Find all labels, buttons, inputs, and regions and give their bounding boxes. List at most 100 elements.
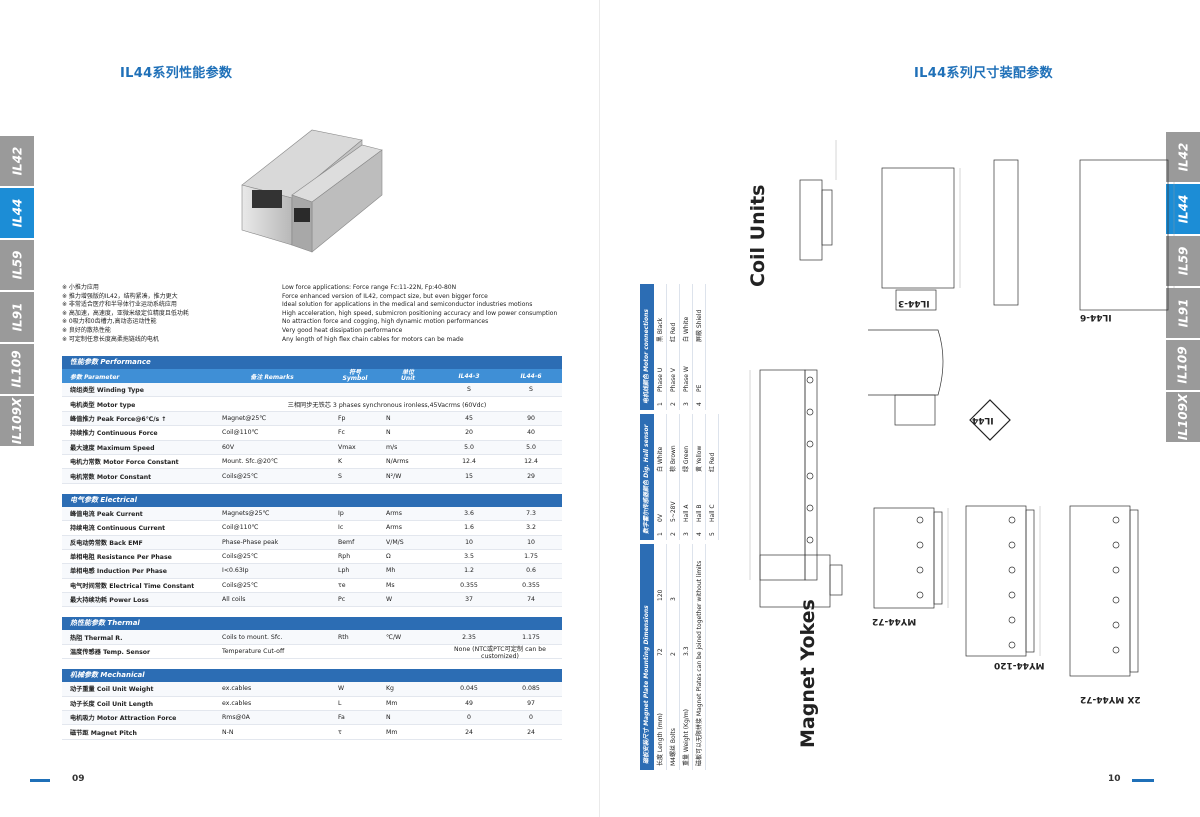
- tab-il44[interactable]: IL44: [1166, 184, 1200, 234]
- tab-il109[interactable]: IL109: [0, 344, 34, 394]
- label-my44-120: MY44-120: [994, 660, 1045, 670]
- symbol-cell: Rph: [338, 553, 351, 561]
- tab-il91[interactable]: IL91: [0, 292, 34, 342]
- tab-il109x[interactable]: IL109X: [1166, 392, 1200, 442]
- tab-il91[interactable]: IL91: [1166, 288, 1200, 338]
- param-cell: 峰值电流 Peak Current: [70, 510, 143, 518]
- unit-cell: N: [386, 414, 391, 422]
- symbol-cell: Fa: [338, 714, 345, 722]
- param-cell: 电机常数 Motor Constant: [70, 473, 152, 481]
- param-cell: 最大持续功耗 Power Loss: [70, 597, 149, 605]
- remarks-cell: Coil@110℃: [222, 524, 259, 532]
- param-cell: 反电动势常数 Back EMF: [70, 539, 143, 547]
- param-cell: 热阻 Thermal R.: [70, 634, 123, 642]
- value-il44-3: 0.355: [460, 581, 478, 589]
- performance-table: 性能参数 Performance 参数 Parameter 备注 Remarks…: [62, 356, 562, 740]
- unit-cell: N/Arms: [386, 458, 409, 466]
- remarks-cell: ex.cables: [222, 685, 252, 693]
- symbol-cell: Lph: [338, 567, 350, 575]
- param-cell: 单相电阻 Resistance Per Phase: [70, 554, 172, 562]
- value-il44-6: 29: [527, 472, 535, 480]
- value-il44-3: 20: [465, 429, 473, 437]
- tab-il109x[interactable]: IL109X: [0, 396, 34, 446]
- unit-cell: m/s: [386, 443, 398, 451]
- remarks-cell: Coils to mount. Sfc.: [222, 633, 283, 641]
- group-header-mechanical: 机械参数 Mechanical: [62, 669, 562, 683]
- series-tabs-right: IL42 IL44 IL59 IL91 IL109 IL109X: [1166, 132, 1200, 444]
- tab-il42[interactable]: IL42: [1166, 132, 1200, 182]
- symbol-cell: Ic: [338, 524, 344, 532]
- value-il44-6: S: [529, 386, 533, 394]
- value-il44-6: 3.2: [526, 524, 536, 532]
- param-cell: 电机吸力 Motor Attraction Force: [70, 715, 177, 723]
- remarks-cell: Magnet@25℃: [222, 414, 267, 422]
- unit-cell: N: [386, 429, 391, 437]
- symbol-cell: Vmax: [338, 443, 356, 451]
- param-cell: 持续推力 Continuous Force: [70, 430, 158, 438]
- column-headers: 参数 Parameter 备注 Remarks 符号 Symbol 单位 Uni…: [62, 369, 562, 383]
- param-cell: 最大速度 Maximum Speed: [70, 444, 155, 452]
- value-il44-3: 37: [465, 596, 473, 604]
- unit-cell: Mm: [386, 728, 398, 736]
- tab-il42[interactable]: IL42: [0, 136, 34, 186]
- group-header-electrical: 电气参数 Electrical: [62, 493, 562, 507]
- param-cell: 动子重量 Coil Unit Weight: [70, 686, 154, 694]
- value-il44-3: 15: [465, 472, 473, 480]
- value-il44-6: 90: [527, 414, 535, 422]
- param-cell: 磁节距 Magnet Pitch: [70, 729, 137, 737]
- value-il44-6: 97: [527, 699, 535, 707]
- unit-cell: N: [386, 714, 391, 722]
- group-header-thermal: 热性能参数 Thermal: [62, 617, 562, 631]
- value-il44-3: 1.2: [464, 567, 474, 575]
- param-cell: 电气时间常数 Electrical Time Constant: [70, 582, 195, 590]
- value-il44-3: 1.6: [464, 524, 474, 532]
- symbol-cell: Fp: [338, 414, 346, 422]
- unit-cell: Ms: [386, 581, 395, 589]
- value-il44-6: 7.3: [526, 509, 536, 517]
- value-il44-3: 0: [467, 714, 471, 722]
- label-2x-my44-72: 2X MY44-72: [1080, 694, 1141, 704]
- param-cell: 持续电流 Continuous Current: [70, 525, 166, 533]
- unit-cell: Ω: [386, 553, 391, 561]
- param-cell: 峰值推力 Peak Force@6℃/s ↑: [70, 415, 167, 423]
- unit-cell: ℃/W: [386, 633, 402, 641]
- symbol-cell: S: [338, 472, 342, 480]
- value-il44-3: 49: [465, 699, 473, 707]
- features-cn: ※ 小推力应用 ※ 推力增强版的IL42，结构紧凑，推力更大 ※ 非常适合医疗和…: [62, 284, 189, 343]
- unit-cell: W: [386, 596, 393, 604]
- remarks-cell: Coils@25℃: [222, 581, 258, 589]
- remarks-cell: Coils@25℃: [222, 553, 258, 561]
- tab-il109[interactable]: IL109: [1166, 340, 1200, 390]
- value-il44-6: 0: [529, 714, 533, 722]
- page-title-right: IL44系列尺寸装配参数: [914, 66, 1053, 81]
- features-en: Low force applications: Force range Fc:1…: [282, 284, 558, 343]
- tab-il59[interactable]: IL59: [1166, 236, 1200, 286]
- value-il44-3: 24: [465, 728, 473, 736]
- remarks-cell: 60V: [222, 443, 235, 451]
- symbol-cell: Pc: [338, 596, 346, 604]
- tab-il59[interactable]: IL59: [0, 240, 34, 290]
- symbol-cell: W: [338, 685, 345, 693]
- label-il44-6: IL44-6: [1080, 312, 1112, 322]
- remarks-cell: Rms@0A: [222, 714, 250, 722]
- remarks-cell: N-N: [222, 728, 234, 736]
- right-page: IL44系列尺寸装配参数 IL42 IL44 IL59 IL91 IL109 I…: [600, 0, 1200, 817]
- tab-il44[interactable]: IL44: [0, 188, 34, 238]
- series-badge: IL44: [972, 415, 994, 425]
- value-il44-3: S: [467, 386, 471, 394]
- remarks-cell: All coils: [222, 596, 246, 604]
- value-il44-6: 12.4: [524, 458, 538, 466]
- remarks-cell: Coil@110℃: [222, 429, 259, 437]
- value-il44-6: 0.355: [522, 581, 540, 589]
- symbol-cell: Ip: [338, 509, 344, 517]
- remarks-cell: Phase-Phase peak: [222, 538, 279, 546]
- param-cell: 电机类型 Motor type: [70, 401, 136, 409]
